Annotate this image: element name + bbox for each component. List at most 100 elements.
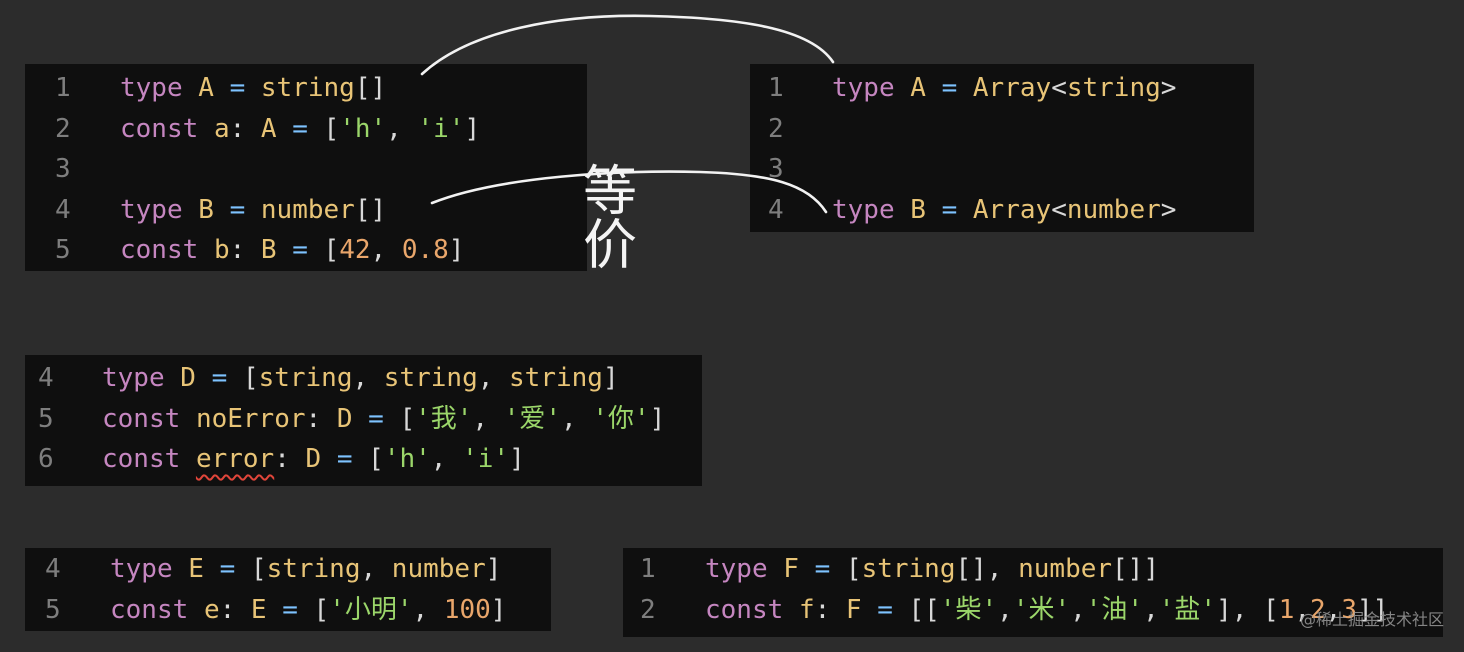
code-token: number xyxy=(391,554,486,584)
code-block-tuple-d: 4 type D = [string, string, string] 5 const… xyxy=(25,355,702,486)
code-token: < xyxy=(1051,194,1067,225)
code-text: type B = Array<number> xyxy=(832,190,1176,231)
code-token: = xyxy=(368,403,384,434)
code-token: B xyxy=(198,194,214,225)
code-token: A xyxy=(260,113,277,144)
code-token: , xyxy=(386,113,418,144)
code-token: = xyxy=(941,73,958,103)
code-token: E xyxy=(250,594,267,625)
code-token: = xyxy=(282,594,298,625)
code-token xyxy=(957,195,973,225)
code-token: [ xyxy=(297,594,330,625)
code-token: > xyxy=(1160,73,1177,103)
code-token xyxy=(183,73,199,103)
code-token: string xyxy=(258,363,353,393)
code-token: F xyxy=(783,554,799,584)
line-number: 4 xyxy=(55,194,71,225)
line-number: 3 xyxy=(55,154,71,184)
code-token xyxy=(204,554,220,584)
code-token: '柴' xyxy=(939,594,998,625)
line-number: 4 xyxy=(38,363,54,393)
code-token: type xyxy=(832,194,895,225)
code-token: '爱' xyxy=(503,403,562,434)
code-token xyxy=(799,554,815,584)
code-token: , xyxy=(1325,594,1342,625)
code-token: : xyxy=(274,444,306,474)
code-text: type A = string[] xyxy=(120,68,386,109)
code-token: B xyxy=(260,235,277,265)
code-token: : xyxy=(229,113,261,144)
code-token: = xyxy=(229,73,246,103)
code-text: const e: E = ['小明', 100] xyxy=(110,590,506,631)
code-token: < xyxy=(1051,73,1067,103)
code-token: A xyxy=(910,73,926,103)
code-token: 'i' xyxy=(462,444,510,474)
code-token: , xyxy=(1294,594,1310,625)
code-token: Array xyxy=(972,194,1052,225)
code-token xyxy=(245,73,261,103)
code-token: '你' xyxy=(592,403,650,434)
code-line: 3 xyxy=(750,149,1254,190)
code-line: 3 xyxy=(25,149,587,190)
code-token: number xyxy=(1066,194,1161,225)
code-token: ] xyxy=(602,363,619,393)
line-number: 4 xyxy=(45,554,61,584)
line-number: 6 xyxy=(38,444,54,474)
code-token xyxy=(198,114,214,144)
line-number: 5 xyxy=(38,403,54,434)
code-token: 0.8 xyxy=(401,235,449,265)
code-text: type F = [string[], number[]] xyxy=(705,549,1159,590)
code-token xyxy=(180,444,196,474)
code-token: string xyxy=(509,363,603,393)
code-token: = xyxy=(219,554,236,584)
code-token: B xyxy=(910,194,926,225)
line-number: 1 xyxy=(768,73,784,103)
code-token: : xyxy=(229,235,261,265)
code-token: A xyxy=(198,73,214,103)
code-token: ] xyxy=(448,235,465,265)
code-token: ] xyxy=(649,403,666,434)
code-token: 3 xyxy=(1341,594,1357,625)
code-token xyxy=(173,554,189,584)
code-token: [ xyxy=(307,113,340,144)
code-token: [] xyxy=(354,194,387,225)
code-token: F xyxy=(845,594,862,625)
code-token: const xyxy=(102,403,181,434)
code-token: [ xyxy=(352,444,384,474)
watermark-text: @稀土掘金技术社区 xyxy=(1299,610,1444,629)
code-token xyxy=(352,404,368,434)
code-token: string xyxy=(861,554,956,584)
code-token xyxy=(277,235,293,265)
code-token xyxy=(926,195,942,225)
code-line: 2 xyxy=(750,109,1254,150)
code-token: []] xyxy=(1112,554,1159,584)
code-token: type xyxy=(705,554,768,584)
code-token: [ xyxy=(307,235,340,265)
code-token xyxy=(214,73,230,103)
code-token: '米' xyxy=(1012,594,1071,625)
code-token: > xyxy=(1160,194,1177,225)
code-token: 'h' xyxy=(383,444,431,474)
code-token: = xyxy=(292,235,308,265)
code-token: , xyxy=(1143,594,1159,625)
code-token: '我' xyxy=(415,403,473,434)
code-token: const xyxy=(705,594,784,625)
line-number: 5 xyxy=(55,235,71,265)
line-number: 3 xyxy=(768,154,784,184)
code-token: noError xyxy=(195,403,306,434)
code-text: type D = [string, string, string] xyxy=(102,358,619,399)
code-token: type xyxy=(832,73,895,103)
code-token: ] xyxy=(464,113,481,144)
code-token: const xyxy=(120,235,199,265)
code-text: type B = number[] xyxy=(120,190,386,231)
code-token: number xyxy=(260,194,355,225)
